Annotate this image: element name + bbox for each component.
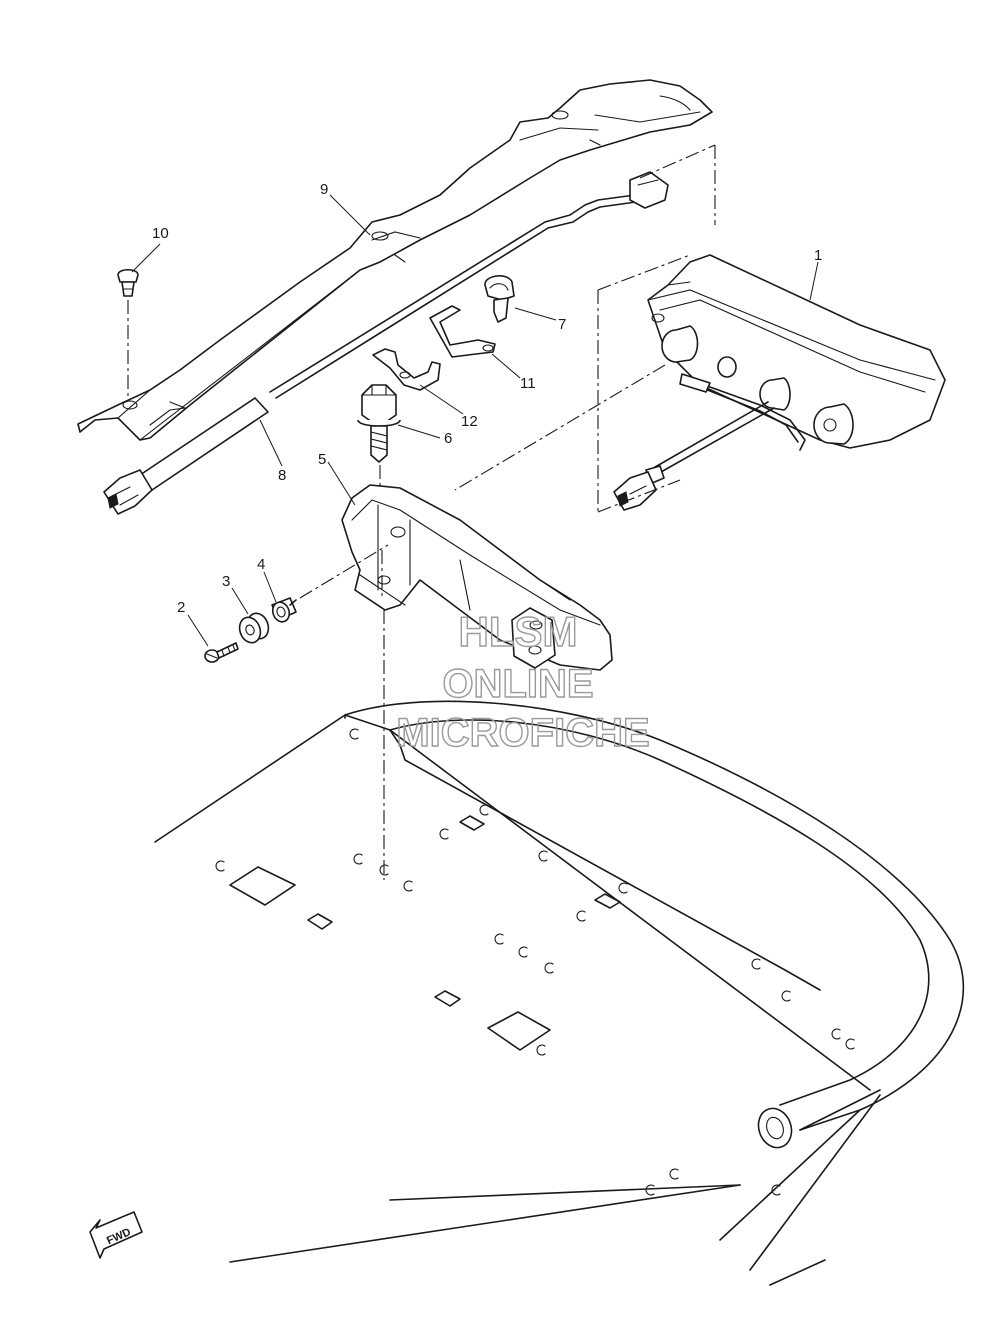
part-2-screw	[204, 642, 239, 663]
part-3-grommet	[238, 612, 270, 644]
leader-lines	[131, 194, 819, 647]
part-11-bracket	[429, 305, 496, 358]
part-7-clip	[484, 275, 515, 323]
part-5-mounting-bracket	[341, 484, 613, 880]
callout-7: 7	[558, 316, 566, 333]
chassis-frame	[154, 700, 965, 1286]
part-4-spacer	[271, 597, 297, 623]
callout-12: 12	[461, 413, 478, 430]
part-10-rivet	[117, 268, 139, 398]
part-6-bolt	[357, 384, 401, 490]
callout-2: 2	[177, 599, 185, 616]
callout-9: 9	[320, 181, 328, 198]
callout-4: 4	[257, 556, 265, 573]
callout-5: 5	[318, 451, 326, 468]
part-1-tail-lamp	[613, 254, 946, 511]
callout-3: 3	[222, 573, 230, 590]
watermark-line-3: MICROFICHE	[396, 711, 649, 755]
callout-6: 6	[444, 430, 452, 447]
callout-labels: 1 2 3 4 5 6 7 8 9 10 11 12	[152, 181, 822, 616]
watermark-line-2: ONLINE	[442, 662, 593, 706]
watermark-line-1: HLSM	[459, 608, 578, 655]
phantom-assembly-lines	[381, 144, 716, 600]
callout-10: 10	[152, 225, 169, 242]
part-8-wire-harness	[103, 171, 669, 515]
fwd-arrow-icon: FWD	[89, 1211, 143, 1259]
callout-11: 11	[520, 375, 536, 392]
callout-8: 8	[278, 467, 286, 484]
part-12-bracket	[372, 348, 441, 391]
watermark: HLSM ONLINE MICROFICHE	[396, 607, 651, 755]
callout-1: 1	[814, 247, 822, 264]
assembly-axis-line	[299, 544, 389, 599]
part-9-rear-cover	[77, 79, 713, 441]
